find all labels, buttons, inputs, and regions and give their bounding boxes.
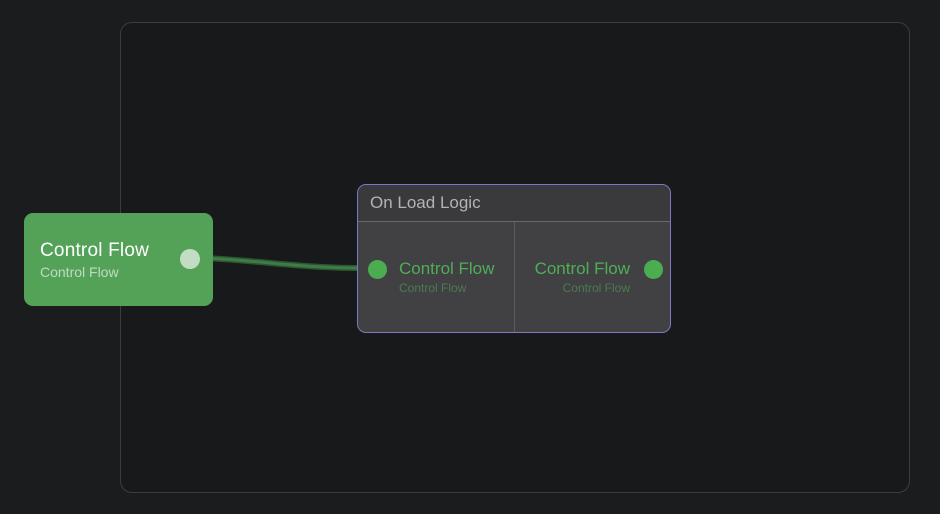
group-input-column: Control Flow Control Flow: [358, 222, 515, 332]
group-body: Control Flow Control Flow Control Flow C…: [358, 222, 670, 332]
input-pin-subtitle: Control Flow: [399, 281, 467, 295]
group-title: On Load Logic: [370, 193, 481, 212]
control-flow-edge[interactable]: [203, 256, 376, 270]
input-pin-title: Control Flow: [399, 259, 495, 278]
input-pin-labels: Control Flow Control Flow: [399, 258, 494, 296]
input-port[interactable]: [368, 260, 387, 279]
output-port[interactable]: [644, 260, 663, 279]
output-port[interactable]: [180, 249, 200, 269]
node-title: Control Flow: [40, 240, 150, 261]
on-load-logic-group[interactable]: On Load Logic Control Flow Control Flow …: [357, 184, 671, 333]
group-output-column: Control Flow Control Flow: [515, 222, 671, 332]
output-pin-subtitle: Control Flow: [562, 281, 630, 295]
control-flow-node[interactable]: Control Flow Control Flow: [24, 213, 213, 306]
output-pin-labels: Control Flow Control Flow: [535, 258, 630, 296]
output-pin-title: Control Flow: [534, 259, 630, 278]
node-subtitle: Control Flow: [40, 264, 119, 280]
group-header[interactable]: On Load Logic: [358, 185, 670, 222]
